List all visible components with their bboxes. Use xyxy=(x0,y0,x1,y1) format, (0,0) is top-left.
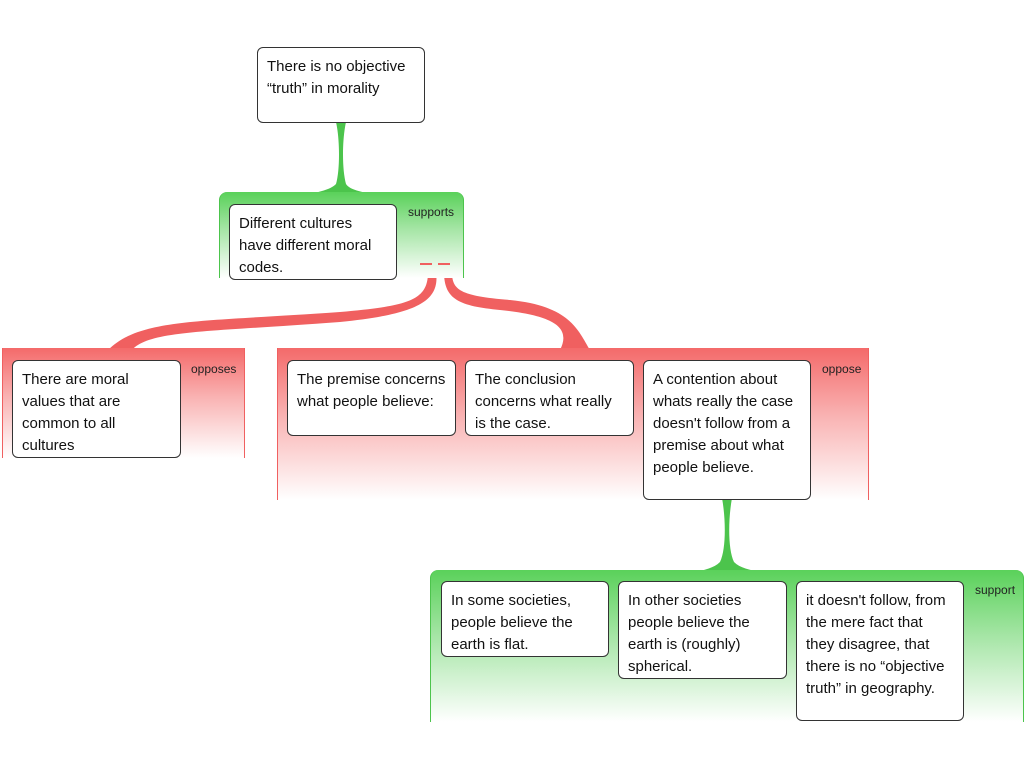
conclusion-box[interactable]: The conclusion concerns what really is t… xyxy=(465,360,634,436)
reason-link-dash-2 xyxy=(438,263,450,265)
support-label: support xyxy=(975,583,1016,597)
oppose-label: oppose xyxy=(822,362,862,376)
supports-label: supports xyxy=(408,205,455,219)
opposes-label: opposes xyxy=(191,362,237,376)
example-flat-earth-box[interactable]: In some societies, people believe the ea… xyxy=(441,581,609,657)
example-spherical-earth-box[interactable]: In other societies people believe the ea… xyxy=(618,581,787,679)
premise-box[interactable]: The premise concerns what people believe… xyxy=(287,360,456,436)
reason-link-dash-1 xyxy=(420,263,432,265)
connector-claim-to-counter1 xyxy=(108,272,437,350)
disagreement-conclusion-box[interactable]: it doesn't follow, from the mere fact th… xyxy=(796,581,964,721)
contention-box[interactable]: A contention about whats really the case… xyxy=(643,360,811,500)
claim-box[interactable]: Different cultures have different moral … xyxy=(229,204,397,280)
root-claim-box[interactable]: There is no objective “truth” in moralit… xyxy=(257,47,425,123)
connector-contention-to-examples xyxy=(696,498,760,572)
connector-claim-to-premise-group xyxy=(444,272,590,350)
counter-claim-box[interactable]: There are moral values that are common t… xyxy=(12,360,181,458)
connector-root-to-claim xyxy=(310,122,372,194)
